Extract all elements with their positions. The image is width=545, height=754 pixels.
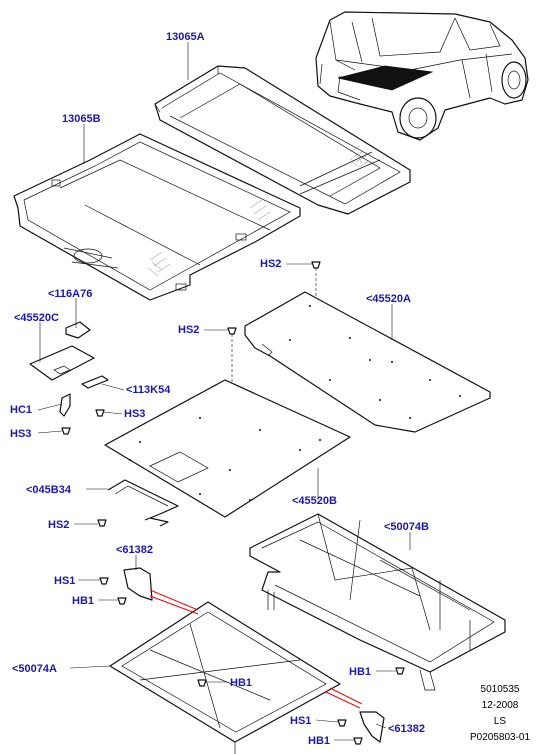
callout-045B34: <045B34 — [26, 484, 72, 496]
frame-50074A — [109, 601, 341, 754]
footer-ref: 5010535 — [481, 684, 520, 695]
access-lid-45520C — [29, 345, 95, 381]
floor-panel-45520A — [244, 291, 491, 433]
callout-hs3-left: HS3 — [10, 428, 31, 440]
callout-50074B: <50074B — [384, 521, 429, 533]
callout-45520B: <45520B — [292, 495, 337, 507]
alignment-lines — [149, 589, 363, 709]
callout-hb1-frame-a: HB1 — [230, 677, 252, 689]
callout-hs2-mid: HS2 — [178, 324, 199, 336]
callout-hs1-lower: HS1 — [290, 715, 311, 727]
bracket-HC1 — [59, 393, 71, 417]
callout-13065B: 13065B — [62, 113, 101, 125]
callout-hc1: HC1 — [10, 404, 32, 416]
callout-61382-upper: <61382 — [116, 544, 153, 556]
callout-45520A: <45520A — [366, 293, 411, 305]
callout-hb1-lower: HB1 — [308, 735, 330, 747]
callout-hs2-top: HS2 — [260, 258, 281, 270]
footer-illustration-number: P0205803-01 — [470, 732, 530, 743]
callout-45520C: <45520C — [14, 312, 59, 324]
callout-hs2-low: HS2 — [48, 519, 69, 531]
floor-cover-13065A — [154, 65, 411, 215]
callout-hs1-upper: HS1 — [54, 575, 75, 587]
callout-hb1-frame-b: HB1 — [349, 666, 371, 678]
callout-50074A: <50074A — [12, 663, 57, 675]
footer-code: LS — [494, 716, 507, 727]
callout-hb1-upper: HB1 — [72, 595, 94, 607]
clip-113K54 — [81, 375, 109, 389]
frame-50074B — [249, 513, 506, 691]
floor-panel-45520B — [104, 379, 351, 518]
footer-date: 12-2008 — [482, 700, 519, 711]
callout-13065A: 13065A — [166, 31, 205, 43]
callout-116A76: <116A76 — [48, 288, 92, 300]
vehicle-illustration — [315, 11, 529, 141]
callout-113K54: <113K54 — [126, 384, 171, 396]
callout-61382-lower: <61382 — [388, 723, 425, 735]
plug-116A76 — [65, 321, 91, 339]
callout-hs3-right: HS3 — [124, 408, 145, 420]
fasteners — [61, 261, 405, 745]
leader-lines — [37, 42, 411, 741]
bracket-045B34 — [107, 479, 179, 527]
floor-cover-13065B — [13, 133, 301, 301]
